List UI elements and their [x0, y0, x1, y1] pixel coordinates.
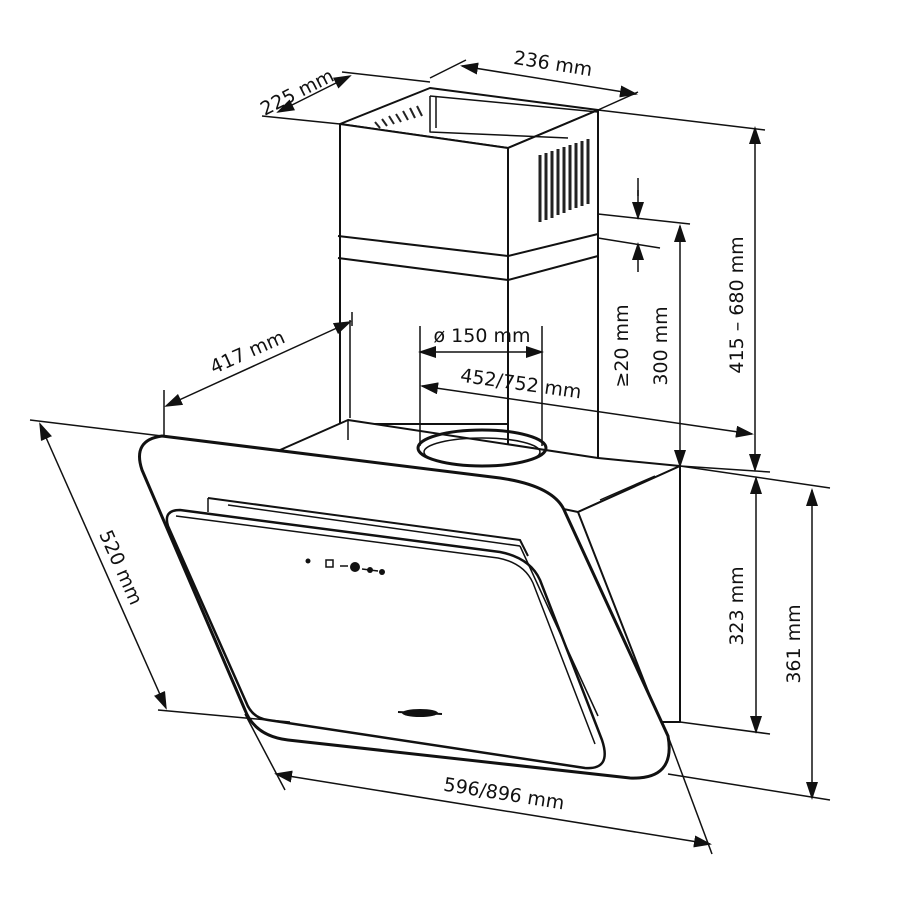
duct-diameter-label: ø 150 mm [434, 325, 531, 347]
chimney-offset-label: 300 mm [650, 306, 672, 385]
chimney-vent-grille [538, 139, 590, 222]
chimney [337, 87, 599, 481]
glass-length-label: 520 mm [94, 527, 146, 608]
light-button-icon[interactable] [325, 559, 334, 568]
hood-height-total-label: 361 mm [783, 604, 805, 683]
hood-height-front-label: 323 mm [726, 566, 748, 645]
brand-logo [397, 709, 443, 717]
control-panel [305, 558, 385, 575]
dimension-lines [29, 59, 831, 855]
plus-button-icon[interactable] [379, 569, 385, 575]
glass-panel [138, 434, 671, 780]
hood-depth-label: 417 mm [207, 326, 288, 378]
total-height-range-label: 415 – 680 mm [726, 236, 748, 373]
hood-width-label: 596/896 mm [442, 774, 566, 815]
power-button-icon[interactable] [305, 558, 311, 564]
chimney-depth-label: 225 mm [257, 65, 338, 121]
chimney-top-grille [374, 105, 423, 129]
fan-button-icon[interactable] [350, 562, 360, 572]
min-clearance-label: ≥20 mm [611, 304, 633, 387]
